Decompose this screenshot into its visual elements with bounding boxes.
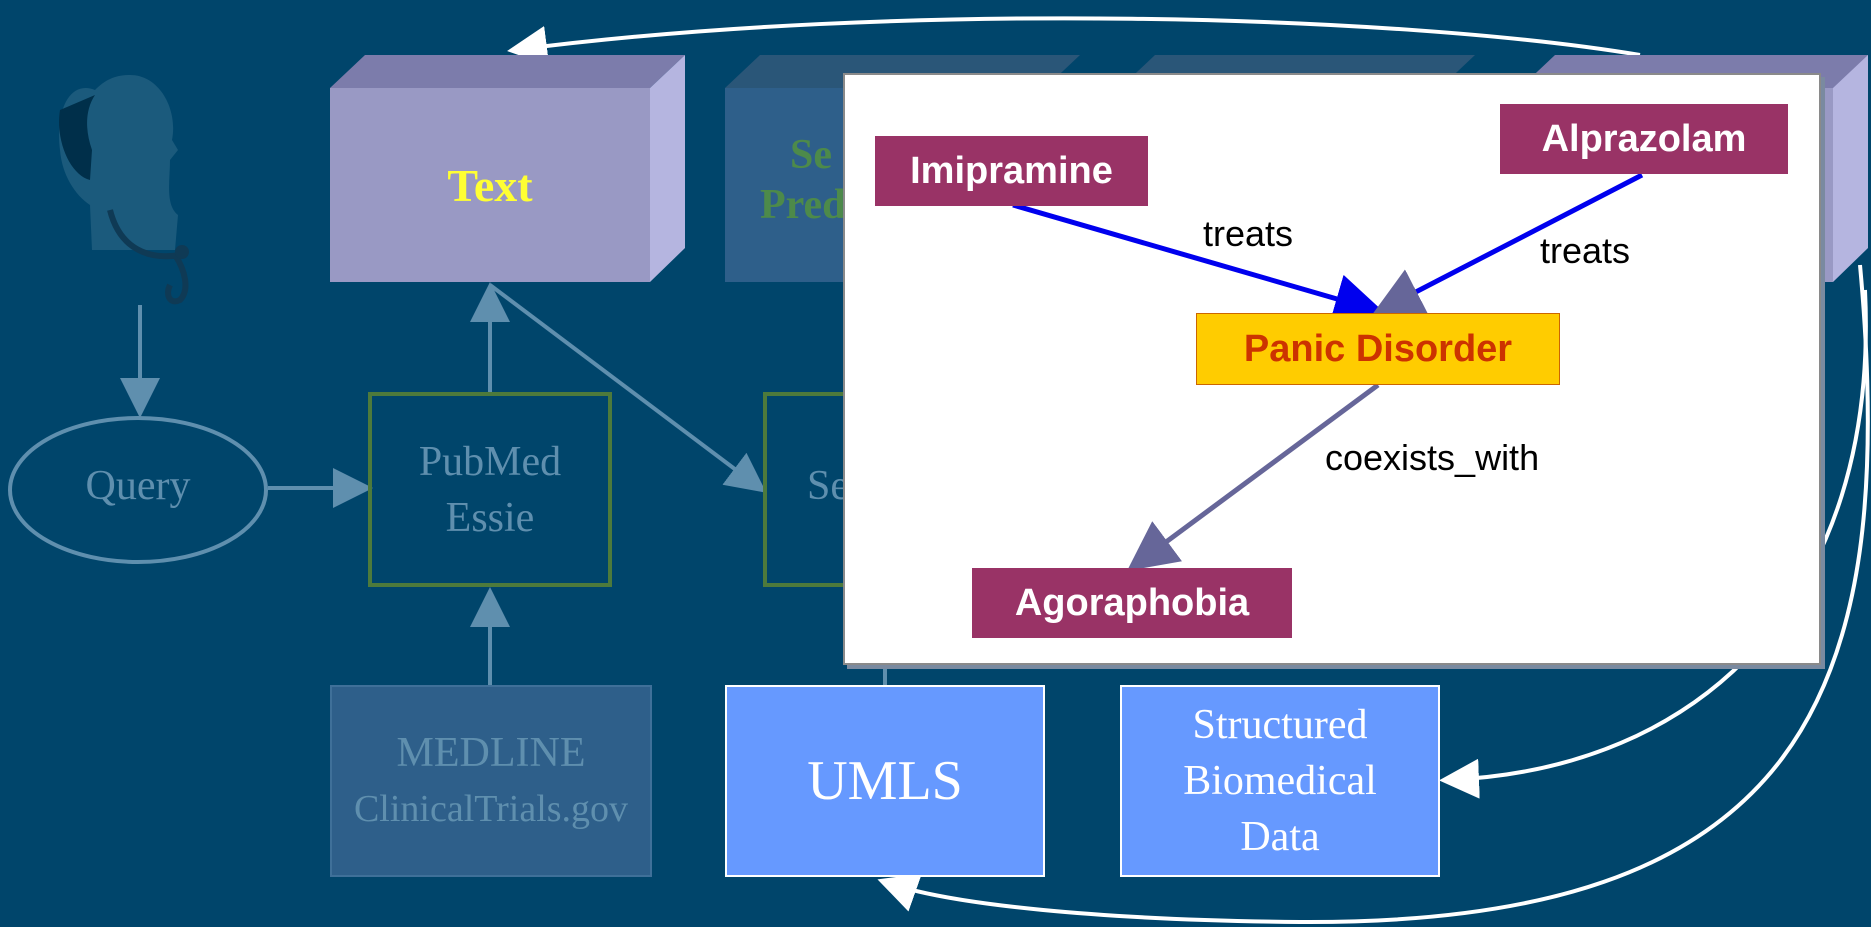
- semantic-box-label-line2: Pred: [760, 182, 846, 228]
- curve-arrow-to-text: [507, 16, 1641, 66]
- structured-data-box: Structured Biomedical Data: [1120, 685, 1440, 877]
- umls-box: UMLS: [725, 685, 1045, 877]
- edge-coexists-with: [1126, 382, 1380, 571]
- node-panic-disorder: Panic Disorder: [1196, 313, 1560, 385]
- biomedical-label: Biomedical: [1183, 758, 1377, 804]
- clinicaltrials-label: ClinicalTrials.gov: [353, 788, 629, 830]
- semantic-box-label: Se Pred: [760, 130, 846, 230]
- umls-label: UMLS: [807, 750, 963, 812]
- pubmed-label: PubMed: [418, 438, 562, 485]
- physician-with-stethoscope-icon: [59, 75, 189, 305]
- semrep-box: Se: [763, 392, 883, 587]
- node-agoraphobia: Agoraphobia: [972, 568, 1292, 638]
- medline-box: MEDLINE ClinicalTrials.gov: [330, 685, 652, 877]
- pubmed-essie-box: PubMed Essie: [368, 392, 612, 587]
- structured-label: Structured: [1192, 702, 1368, 748]
- text-box-3d: [330, 55, 685, 282]
- medline-label: MEDLINE: [396, 730, 586, 776]
- edge-imipramine-treats: [1012, 202, 1385, 323]
- graph-edges: [1012, 172, 1644, 571]
- node-imipramine: Imipramine: [875, 136, 1148, 206]
- essie-label: Essie: [445, 494, 535, 541]
- edge-label-imipramine-treats: treats: [1203, 213, 1294, 254]
- data-label: Data: [1240, 814, 1320, 860]
- semantic-box-label-line1: Se: [790, 132, 832, 178]
- node-alprazolam: Alprazolam: [1500, 104, 1788, 174]
- edge-label-coexists-with: coexists_with: [1325, 437, 1540, 478]
- text-box: Text: [330, 88, 650, 282]
- semantic-graph-popup: Imipramine Alprazolam Panic Disorder Ago…: [843, 73, 1821, 665]
- query-label: Query: [85, 463, 191, 509]
- curve-arrow-to-umls: [877, 264, 1870, 925]
- text-box-label: Text: [447, 159, 533, 211]
- query-ellipse: [8, 416, 268, 564]
- edge-label-alprazolam-treats: treats: [1540, 230, 1631, 271]
- edge-alprazolam-treats: [1372, 172, 1644, 315]
- semrep-label: Se: [807, 463, 849, 509]
- arrow-text-to-semrep: [488, 283, 767, 493]
